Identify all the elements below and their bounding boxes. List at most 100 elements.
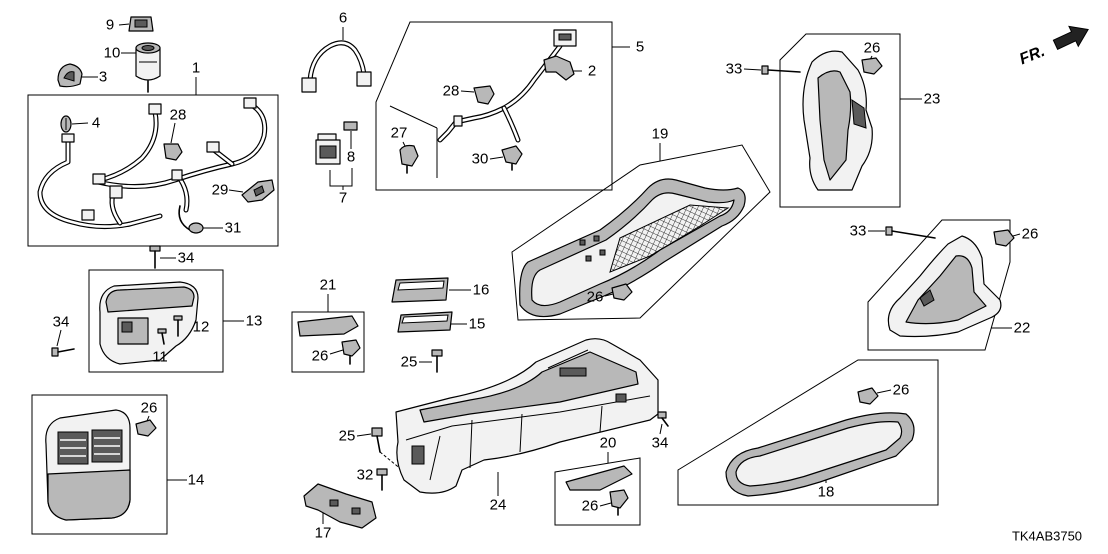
part-trim-20 bbox=[565, 465, 633, 491]
callout-20: 20 bbox=[600, 435, 617, 452]
callout-6: 6 bbox=[339, 10, 347, 27]
callout-13: 13 bbox=[246, 313, 263, 330]
callout-28: 28 bbox=[443, 83, 460, 100]
box-side-panel-23 bbox=[779, 33, 901, 208]
harness-connector bbox=[171, 169, 183, 181]
callout-15: 15 bbox=[469, 316, 486, 333]
callout-5: 5 bbox=[636, 39, 644, 56]
part-bolt-25-top bbox=[431, 349, 443, 373]
bracket-7-8 bbox=[329, 168, 353, 187]
box-harness-5 bbox=[375, 21, 613, 191]
callout-34: 34 bbox=[53, 314, 70, 331]
callout-7: 7 bbox=[339, 190, 347, 207]
callout-25: 25 bbox=[339, 428, 356, 445]
part-clip-31 bbox=[178, 205, 204, 234]
part-side-trim-18 bbox=[725, 412, 915, 497]
harness-connector bbox=[148, 103, 162, 115]
part-clip-26-panel-22 bbox=[993, 229, 1015, 247]
harness-connector bbox=[453, 115, 463, 127]
callout-23: 23 bbox=[924, 91, 941, 108]
callout-24: 24 bbox=[490, 497, 507, 514]
part-rear-vent-14 bbox=[45, 409, 131, 521]
callout-28: 28 bbox=[170, 107, 187, 124]
harness-connector bbox=[61, 133, 75, 143]
part-socket-10 bbox=[135, 42, 161, 93]
callout-19: 19 bbox=[652, 126, 669, 143]
callout-32: 32 bbox=[357, 467, 374, 484]
callout-12: 12 bbox=[193, 319, 210, 336]
part-clip-27 bbox=[399, 144, 419, 174]
wire-connector bbox=[301, 77, 317, 93]
harness-connector bbox=[92, 173, 106, 185]
callout-1: 1 bbox=[192, 60, 200, 77]
part-clip-26-panel-23 bbox=[861, 57, 883, 75]
harness-connector bbox=[109, 185, 123, 199]
callout-29: 29 bbox=[212, 182, 229, 199]
part-pad-16 bbox=[391, 277, 449, 303]
part-clip-30 bbox=[501, 145, 523, 171]
callout-8: 8 bbox=[347, 149, 355, 166]
part-screw-34-left bbox=[51, 347, 75, 357]
harness-connector bbox=[206, 141, 220, 153]
part-side-panel-22 bbox=[887, 235, 1002, 338]
part-clip-26-vent-14 bbox=[135, 419, 157, 437]
callout-10: 10 bbox=[104, 45, 121, 62]
direction-indicator: FR. bbox=[1017, 25, 1089, 68]
part-switch-7 bbox=[315, 133, 341, 165]
callout-30: 30 bbox=[472, 151, 489, 168]
part-clip-2 bbox=[543, 55, 575, 81]
callout-31: 31 bbox=[225, 220, 242, 237]
callout-11: 11 bbox=[152, 349, 168, 366]
part-wire-6 bbox=[301, 43, 372, 93]
part-trim-21 bbox=[297, 315, 359, 337]
box-side-panel-22 bbox=[867, 219, 1011, 351]
part-screw-12 bbox=[173, 315, 183, 337]
callout-17: 17 bbox=[315, 525, 332, 542]
callout-26: 26 bbox=[893, 382, 910, 399]
callout-26: 26 bbox=[312, 348, 329, 365]
part-clip-3 bbox=[57, 63, 83, 88]
callout-22: 22 bbox=[1014, 320, 1031, 337]
part-armrest-panel-19 bbox=[519, 178, 746, 318]
part-cap-9 bbox=[128, 16, 154, 32]
part-console-body-24 bbox=[395, 338, 659, 494]
box-side-trim-18 bbox=[677, 359, 939, 506]
callout-3: 3 bbox=[99, 69, 107, 86]
callout-2: 2 bbox=[588, 63, 596, 80]
group-boxes bbox=[27, 21, 1011, 535]
callout-21: 21 bbox=[320, 277, 337, 294]
callout-26: 26 bbox=[582, 498, 599, 515]
callout-16: 16 bbox=[473, 282, 490, 299]
callout-27: 27 bbox=[391, 125, 408, 142]
part-cover-8 bbox=[343, 121, 358, 131]
part-screw-34-top bbox=[149, 245, 161, 269]
leader-lines bbox=[56, 23, 1021, 524]
harness-connector bbox=[81, 209, 95, 221]
wire-connector bbox=[356, 71, 372, 87]
box-trim-20 bbox=[554, 457, 641, 526]
part-armrest-13 bbox=[99, 281, 199, 365]
part-clip-4 bbox=[60, 115, 72, 133]
box-armrest-panel-19 bbox=[511, 144, 771, 321]
harness-connector bbox=[243, 97, 257, 109]
callout-26: 26 bbox=[587, 289, 604, 306]
callout-26: 26 bbox=[141, 400, 158, 417]
callout-34: 34 bbox=[652, 435, 669, 452]
leader-line bbox=[56, 23, 1021, 524]
callouts: 9 10 3 1 4 28 29 31 6 8 7 5 2 28 27 30 1… bbox=[53, 10, 1039, 542]
callout-25: 25 bbox=[401, 354, 418, 371]
part-side-panel-23 bbox=[802, 50, 873, 191]
part-clip-26-trim-18 bbox=[857, 387, 879, 405]
part-bolt-25-bottom bbox=[371, 427, 383, 453]
part-clip-26-panel-19 bbox=[611, 283, 633, 301]
part-screw-33-top bbox=[761, 65, 801, 75]
part-clip-28-a bbox=[163, 143, 183, 161]
callout-26: 26 bbox=[864, 40, 881, 57]
part-clip-28-b bbox=[473, 85, 495, 105]
part-clip-26-trim-20 bbox=[609, 489, 629, 516]
part-screw-34-right bbox=[657, 411, 669, 427]
part-pad-15 bbox=[397, 311, 453, 333]
part-screw-32 bbox=[376, 468, 388, 491]
callout-33: 33 bbox=[850, 223, 867, 240]
